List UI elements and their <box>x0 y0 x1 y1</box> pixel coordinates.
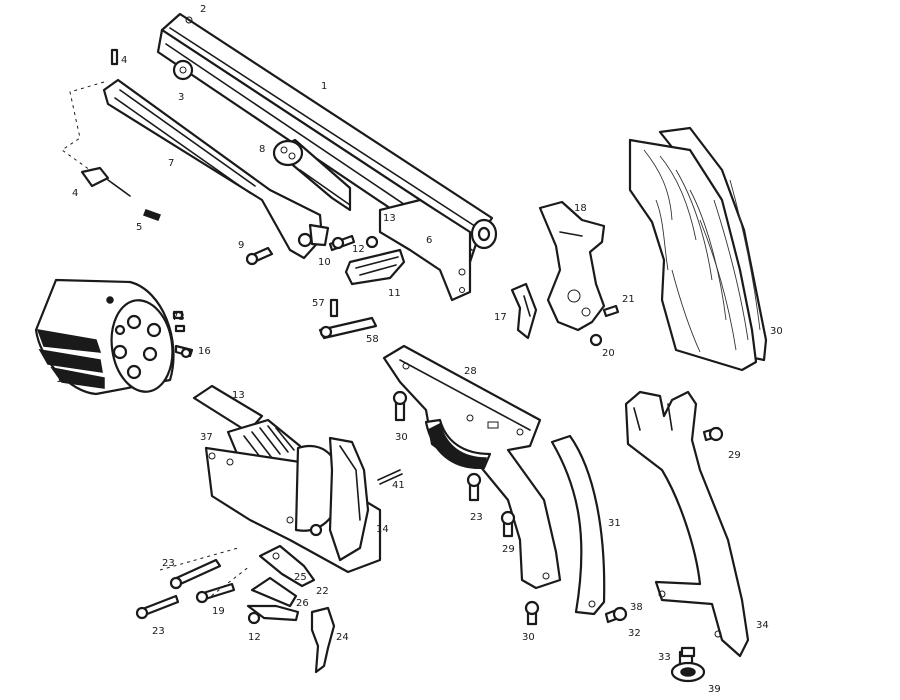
label-26: 26 <box>296 598 309 609</box>
label-34: 34 <box>756 620 769 631</box>
label-25: 25 <box>294 572 307 583</box>
label-29-b: 29 <box>502 544 515 555</box>
hammer-assembly-parts-17-21 <box>510 200 620 347</box>
label-30-grip: 30 <box>770 326 783 337</box>
barrel-part-1 <box>156 12 498 302</box>
frame-parts-13-14 <box>192 384 403 574</box>
label-32: 32 <box>628 628 641 639</box>
label-12-bottom: 12 <box>248 632 261 643</box>
label-38: 38 <box>630 602 643 613</box>
label-8: 8 <box>259 144 265 155</box>
label-3: 3 <box>178 92 184 103</box>
label-58: 58 <box>366 334 379 345</box>
label-57: 57 <box>312 298 325 309</box>
label-18: 18 <box>574 203 587 214</box>
label-13-frame: 13 <box>232 390 245 401</box>
label-2: 2 <box>200 4 206 15</box>
frame-screws <box>392 390 724 683</box>
label-14: 14 <box>376 524 389 535</box>
label-12-top: 12 <box>352 244 365 255</box>
label-4-top: 4 <box>121 55 127 66</box>
label-17: 17 <box>494 312 507 323</box>
label-1: 1 <box>321 81 327 92</box>
label-10: 10 <box>318 257 331 268</box>
part-number-labels: 1 2 3 4 4 5 6 7 8 9 10 11 12 12 13 13 14… <box>56 4 783 695</box>
loading-lever-part-7 <box>61 78 330 260</box>
grip-part-30 <box>628 126 768 372</box>
backstrap-part-34 <box>624 390 750 658</box>
label-6: 6 <box>426 235 432 246</box>
label-29-a: 29 <box>728 450 741 461</box>
label-23-a: 23 <box>162 558 175 569</box>
label-31: 31 <box>608 518 621 529</box>
label-5: 5 <box>136 222 142 233</box>
label-28: 28 <box>464 366 477 377</box>
label-41: 41 <box>392 480 405 491</box>
label-30-screw-b: 30 <box>522 632 535 643</box>
label-22: 22 <box>316 586 329 597</box>
label-23-c: 23 <box>470 512 483 523</box>
label-13-top: 13 <box>383 213 396 224</box>
label-20: 20 <box>602 348 615 359</box>
cylinder-part-15 <box>34 278 194 396</box>
label-23-b: 23 <box>152 626 165 637</box>
label-11: 11 <box>388 288 401 299</box>
label-21: 21 <box>622 294 635 305</box>
label-73: 73 <box>172 312 185 323</box>
label-15: 15 <box>56 374 69 385</box>
label-19: 19 <box>212 606 225 617</box>
label-37: 37 <box>200 432 213 443</box>
small-screws-and-levers <box>245 234 406 340</box>
label-9: 9 <box>238 240 244 251</box>
trigger-guard-part-28 <box>382 344 562 590</box>
label-7: 7 <box>168 158 174 169</box>
label-24: 24 <box>336 632 349 643</box>
label-30-screw: 30 <box>395 432 408 443</box>
label-33: 33 <box>658 652 671 663</box>
label-39: 39 <box>708 684 721 695</box>
label-4-bottom: 4 <box>72 188 78 199</box>
label-16: 16 <box>198 346 211 357</box>
lock-work-parts <box>135 544 336 674</box>
backstrap-part-31 <box>550 434 606 616</box>
plunger-parts-4-5-6 <box>80 48 161 221</box>
